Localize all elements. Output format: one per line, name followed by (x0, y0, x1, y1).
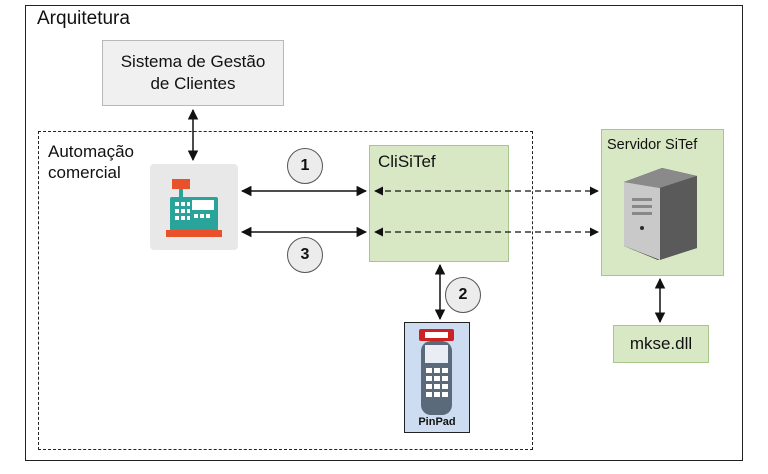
step-1-badge: 1 (287, 148, 323, 184)
pinpad-label: PinPad (418, 416, 456, 428)
sistema-label-line2: de Clientes (150, 74, 236, 93)
step-3-badge: 3 (287, 237, 323, 273)
cash-register-icon (150, 164, 238, 250)
clisitef-box (369, 145, 509, 262)
sistema-label-line1: Sistema de Gestão (120, 52, 266, 71)
clisitef-label: CliSiTef (378, 152, 436, 171)
step-2-badge: 2 (445, 277, 481, 313)
automacao-label-line1: Automação (48, 142, 134, 161)
diagram-title: Arquitetura (37, 8, 130, 29)
pinpad-box (404, 322, 470, 433)
server-icon (624, 168, 697, 260)
pinpad-icon (419, 329, 454, 415)
architecture-frame (25, 5, 743, 461)
sistema-gestao-clientes-box: Sistema de Gestão de Clientes (102, 40, 284, 106)
automacao-comercial-region (38, 131, 533, 450)
automacao-label: Automação comercial (48, 141, 134, 183)
servidor-sitef-box (601, 129, 724, 276)
mkse-dll-box: mkse.dll (613, 325, 709, 363)
automacao-label-line2: comercial (48, 163, 121, 182)
servidor-label: Servidor SiTef (607, 137, 698, 153)
